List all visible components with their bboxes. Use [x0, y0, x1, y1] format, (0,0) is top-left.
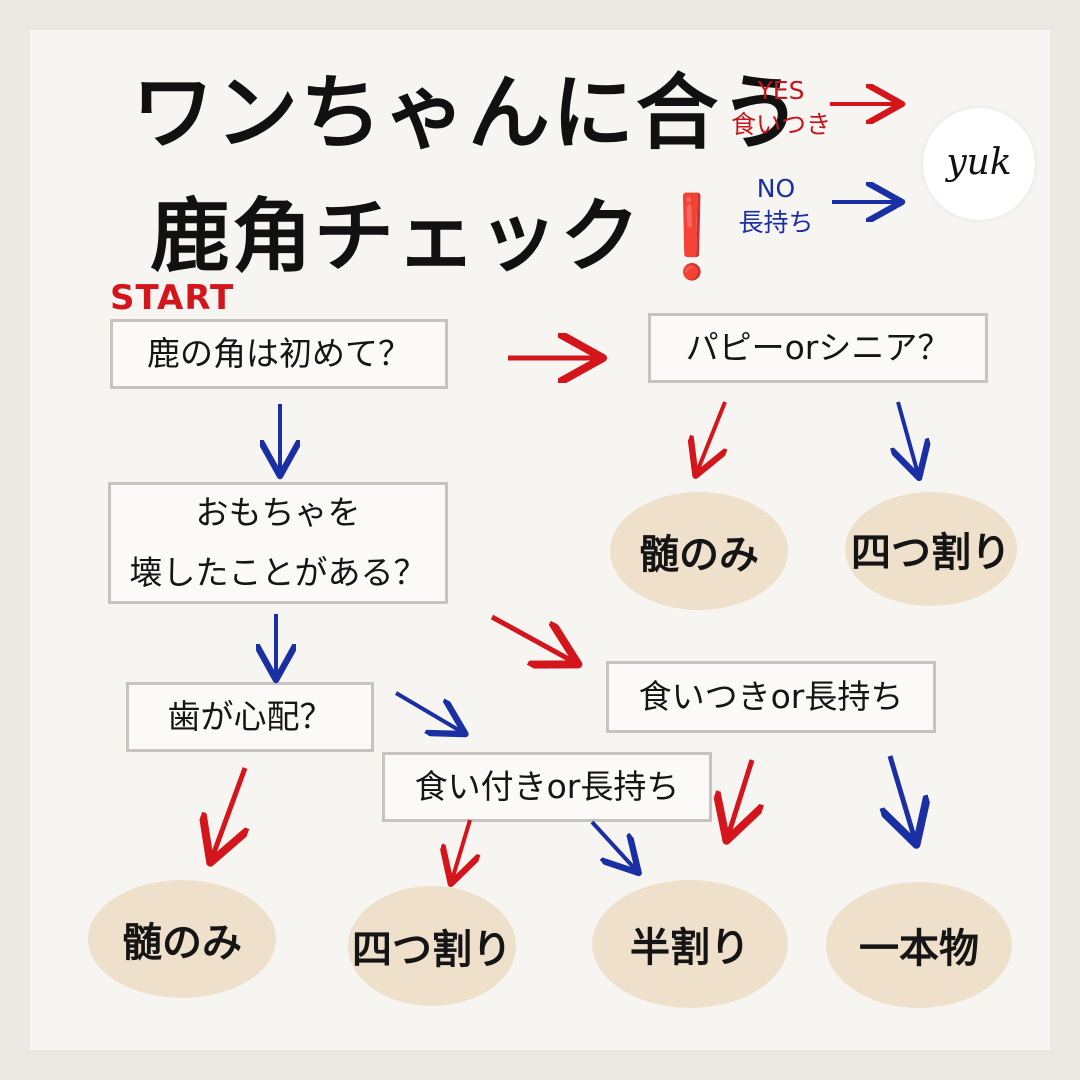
arrow-q3-yes	[490, 614, 574, 662]
arrow-q5-no	[890, 755, 915, 840]
exclamation-icon: ❗	[642, 190, 744, 283]
question-broke-toys: おもちゃを壊したことがある？	[108, 482, 448, 604]
legend-no-desc: 長持ち	[738, 208, 814, 237]
question-teeth-worry: 歯が心配？	[126, 682, 374, 752]
page-title-text: 鹿角チェック	[150, 190, 642, 283]
result-quarter-split-bottom-text: 四つ割り	[352, 927, 512, 973]
result-marrow-only-bottom: 髄のみ	[88, 880, 276, 998]
legend-no: NO 長持ち	[722, 172, 830, 240]
arrow-q4-yes	[212, 767, 245, 858]
question-first-antler: 鹿の角は初めて？	[110, 319, 448, 389]
logo-text: yuk	[946, 142, 1012, 183]
question-bite-or-lasting-right-text: 食いつきor長持ち	[638, 677, 904, 716]
result-quarter-split-top: 四つ割り	[845, 492, 1017, 606]
result-whole-antler: 一本物	[826, 882, 1012, 1008]
result-marrow-only-top: 髄のみ	[610, 492, 788, 610]
question-first-antler-text: 鹿の角は初めて？	[147, 334, 411, 373]
arrow-q6-no	[590, 820, 636, 870]
legend-no-label: NO	[756, 174, 796, 203]
arrow-q2-no	[898, 401, 918, 474]
page-title-line1: ワンちゃんに合う	[132, 66, 805, 161]
question-bite-or-lasting-center-text: 食い付きor長持ち	[414, 767, 680, 806]
question-broke-toys-line1: おもちゃを	[195, 493, 361, 532]
result-whole-antler-text: 一本物	[859, 926, 979, 972]
brand-logo: yuk	[923, 108, 1035, 220]
legend-yes: YES 食いつき	[722, 74, 840, 142]
question-teeth-worry-text: 歯が心配？	[167, 697, 333, 736]
question-bite-or-lasting-center: 食い付きor長持ち	[382, 752, 712, 822]
question-bite-or-lasting-right: 食いつきor長持ち	[606, 661, 936, 733]
arrow-q4-no	[394, 691, 462, 732]
page-title-line2: 鹿角チェック❗	[150, 172, 744, 288]
question-puppy-or-senior-text: パピーorシニア？	[685, 328, 951, 367]
result-quarter-split-bottom: 四つ割り	[348, 886, 516, 1006]
arrow-q6-yes	[452, 819, 470, 880]
result-quarter-split-top-text: 四つ割り	[851, 530, 1011, 576]
start-label: START	[110, 278, 235, 318]
arrow-q5-yes	[728, 759, 752, 836]
question-broke-toys-text: おもちゃを壊したことがある？	[130, 483, 427, 603]
legend-yes-label: YES	[757, 76, 805, 105]
result-marrow-only-bottom-text: 髄のみ	[122, 920, 242, 966]
result-marrow-only-top-text: 髄のみ	[639, 532, 759, 578]
result-half-split: 半割り	[592, 880, 788, 1008]
question-broke-toys-line2: 壊したことがある？	[129, 553, 427, 592]
arrow-q2-yes	[697, 401, 725, 472]
result-half-split-text: 半割り	[630, 925, 750, 971]
legend-yes-desc: 食いつき	[730, 110, 831, 139]
question-puppy-or-senior: パピーorシニア？	[648, 313, 988, 383]
